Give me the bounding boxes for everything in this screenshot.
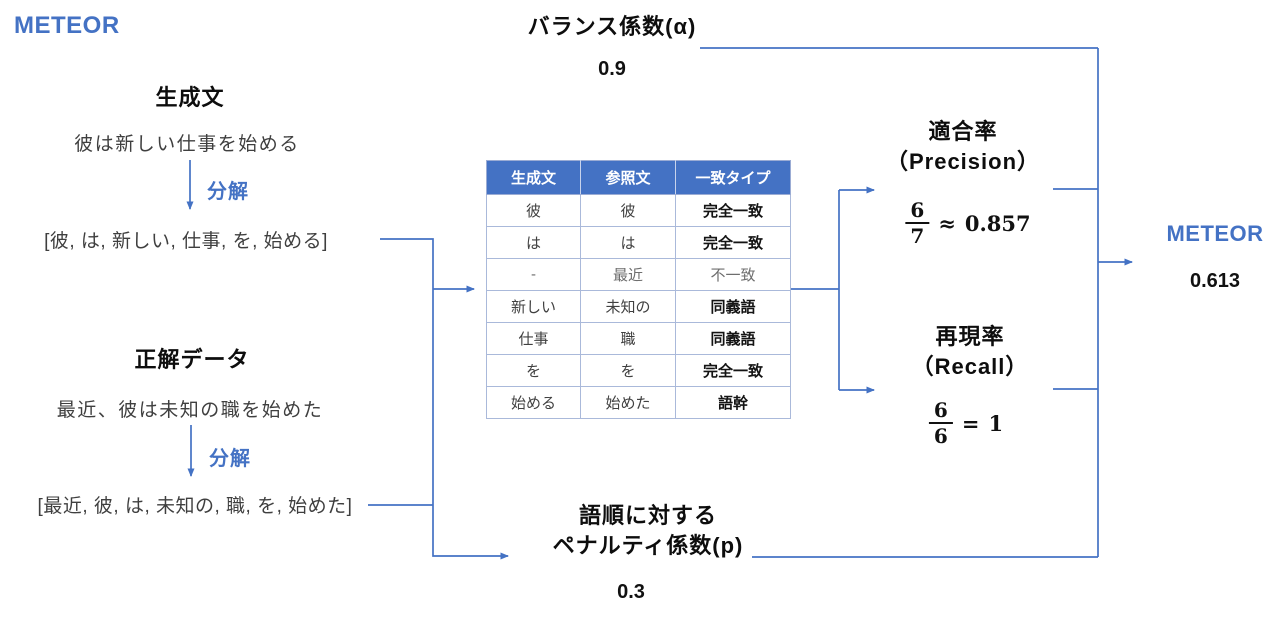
reference-heading: 正解データ: [134, 347, 250, 372]
recall-value: 1: [988, 410, 1004, 436]
cell-match-type: 完全一致: [675, 354, 791, 387]
generated-heading: 生成文: [155, 85, 225, 110]
precision-heading: 適合率 （Precision）: [886, 117, 1040, 176]
recall-fraction: 6 6: [928, 399, 953, 448]
cell-generated: は: [486, 226, 581, 259]
penalty-value: 0.3: [617, 581, 645, 603]
cell-reference: は: [580, 226, 676, 259]
cell-generated: 彼: [486, 194, 581, 227]
penalty-heading: 語順に対する ペナルティ係数(p): [553, 501, 744, 560]
connector-tokens-to-penalty: [380, 238, 509, 560]
penalty-heading-line1: 語順に対する: [578, 503, 717, 528]
page-title: METEOR: [14, 12, 120, 39]
precision-value: 0.857: [964, 210, 1031, 236]
cell-generated: 始める: [486, 386, 581, 419]
penalty-heading-line2: ペナルティ係数(p): [552, 532, 744, 558]
cell-match-type: 完全一致: [675, 194, 791, 227]
table-row: を を 完全一致: [486, 354, 791, 387]
precision-denominator: 7: [910, 224, 925, 248]
recall-formula: 6 6 = 1: [928, 399, 1004, 448]
col-header-generated: 生成文: [486, 160, 581, 195]
precision-relation: ≈: [938, 210, 956, 236]
recall-denominator: 6: [933, 424, 948, 448]
cell-reference: 最近: [580, 258, 676, 291]
col-header-reference: 参照文: [580, 160, 676, 195]
recall-relation: =: [961, 410, 980, 436]
recall-heading-en: （Recall）: [911, 353, 1029, 379]
balance-heading: バランス係数(α): [527, 14, 697, 39]
result-label: METEOR: [1166, 221, 1264, 246]
cell-match-type: 同義語: [675, 290, 791, 323]
precision-numerator: 6: [905, 199, 930, 224]
match-table: 生成文 参照文 一致タイプ 彼 彼 完全一致 は は 完全一致 - 最近 不一致: [486, 160, 791, 419]
table-row: は は 完全一致: [486, 226, 791, 259]
table-header-row: 生成文 参照文 一致タイプ: [486, 160, 791, 195]
generated-decompose-label: 分解: [207, 181, 249, 203]
table-row: 始める 始めた 語幹: [486, 386, 791, 419]
precision-formula: 6 7 ≈ 0.857: [905, 199, 1031, 248]
result-value: 0.613: [1189, 270, 1241, 292]
table-row: 仕事 職 同義語: [486, 322, 791, 355]
precision-fraction: 6 7: [905, 199, 930, 248]
reference-decompose-label: 分解: [209, 448, 251, 470]
table-row: 彼 彼 完全一致: [486, 194, 791, 227]
recall-heading-jp: 再現率: [935, 324, 1005, 349]
table-row: - 最近 不一致: [486, 258, 791, 291]
cell-reference: 始めた: [580, 386, 676, 419]
cell-generated: -: [486, 258, 581, 291]
cell-generated: を: [486, 354, 581, 387]
cell-match-type: 不一致: [675, 258, 791, 291]
recall-numerator: 6: [928, 399, 953, 424]
reference-tokens: [最近, 彼, は, 未知の, 職, を, 始めた]: [37, 496, 353, 517]
cell-reference: を: [580, 354, 676, 387]
generated-sentence: 彼は新しい仕事を始める: [74, 134, 300, 155]
cell-match-type: 同義語: [675, 322, 791, 355]
precision-heading-jp: 適合率: [928, 119, 998, 144]
cell-reference: 未知の: [580, 290, 676, 323]
reference-sentence: 最近、彼は未知の職を始めた: [56, 400, 324, 421]
cell-match-type: 完全一致: [675, 226, 791, 259]
cell-reference: 彼: [580, 194, 676, 227]
cell-generated: 新しい: [486, 290, 581, 323]
cell-generated: 仕事: [486, 322, 581, 355]
table-row: 新しい 未知の 同義語: [486, 290, 791, 323]
col-header-match-type: 一致タイプ: [675, 160, 791, 195]
cell-match-type: 語幹: [675, 386, 791, 419]
balance-value: 0.9: [598, 58, 626, 80]
recall-heading: 再現率 （Recall）: [912, 322, 1029, 381]
cell-reference: 職: [580, 322, 676, 355]
precision-heading-en: （Precision）: [885, 148, 1041, 174]
generated-tokens: [彼, は, 新しい, 仕事, を, 始める]: [44, 231, 328, 252]
